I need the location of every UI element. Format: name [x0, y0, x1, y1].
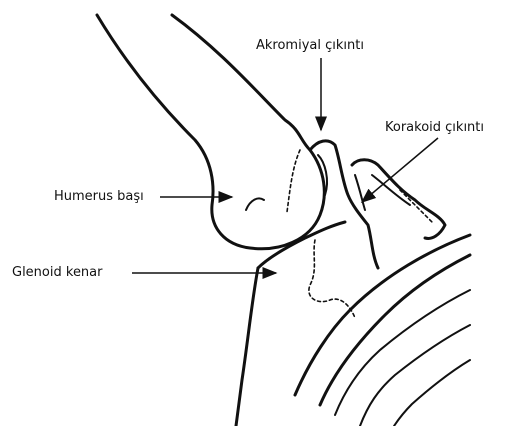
glenoid-dashed	[309, 240, 355, 318]
scapula-border	[236, 268, 258, 426]
glenoid-rim-label: Glenoid kenar	[12, 265, 103, 281]
coracoid-dashed	[400, 190, 432, 222]
glenoid-outline	[258, 222, 345, 268]
acromion-label: Akromiyal çıkıntı	[256, 38, 364, 54]
humeral-head-inner-curve	[246, 198, 264, 210]
coracoid-label: Korakoid çıkıntı	[385, 120, 484, 136]
rib-band-1	[335, 290, 470, 415]
humeral-head-dashed-line	[287, 150, 300, 212]
coracoid-arrow	[362, 138, 438, 202]
clavicle-band-1	[295, 235, 470, 395]
rib-band-2	[360, 325, 470, 426]
rib-band-3	[394, 360, 470, 426]
humeral-head-label: Humerus başı	[54, 189, 144, 205]
clavicle-band-2	[320, 255, 470, 405]
